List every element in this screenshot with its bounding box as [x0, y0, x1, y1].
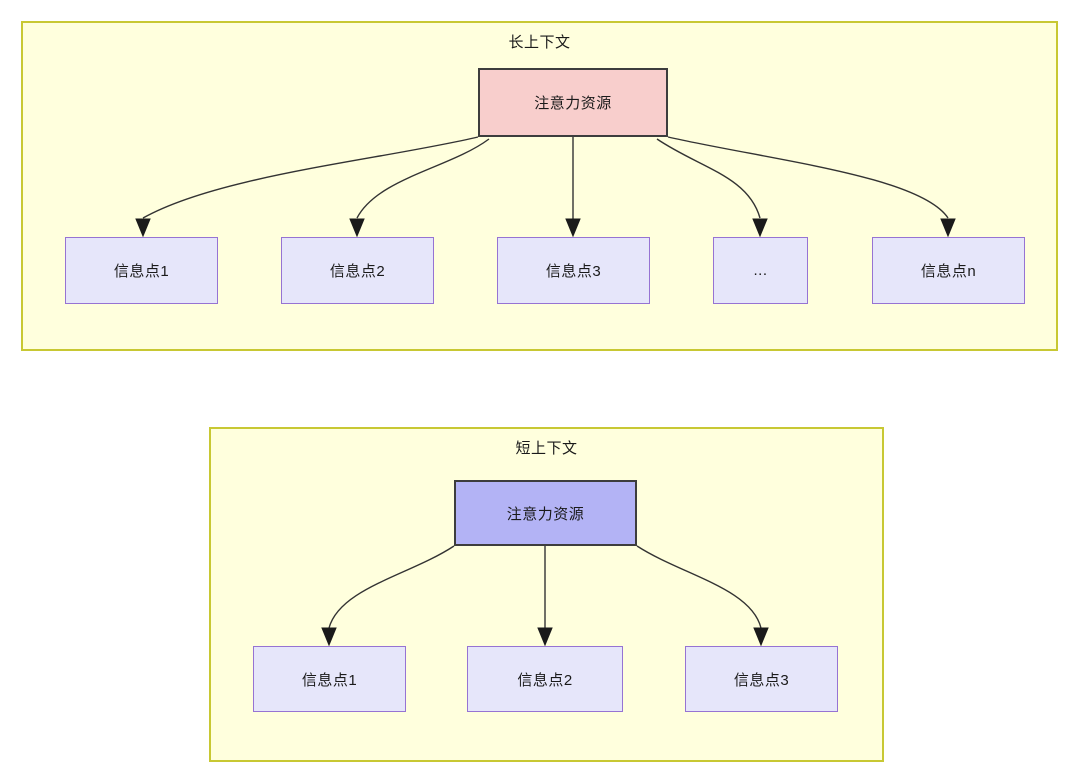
node-info-point-1-long[interactable]: 信息点1	[65, 237, 218, 304]
node-attention-resource-short[interactable]: 注意力资源	[454, 480, 637, 546]
node-info-point-3-short[interactable]: 信息点3	[685, 646, 838, 712]
node-info-point-2-long-label: 信息点2	[329, 263, 386, 280]
group-long-context-title: 长上下文	[508, 34, 571, 51]
group-short-context-title: 短上下文	[515, 440, 578, 457]
node-info-point-2-short-label: 信息点2	[517, 671, 573, 689]
node-info-point-ellipsis-long[interactable]: ...	[713, 237, 808, 304]
node-info-point-n-long[interactable]: 信息点n	[872, 237, 1025, 304]
node-info-point-1-long-label: 信息点1	[113, 263, 170, 280]
node-info-point-3-long[interactable]: 信息点3	[497, 237, 650, 304]
node-attention-resource-short-label: 注意力资源	[506, 505, 585, 523]
node-info-point-3-long-label: 信息点3	[545, 263, 602, 280]
node-attention-resource-long-label: 注意力资源	[534, 95, 612, 112]
node-attention-resource-long[interactable]: 注意力资源	[478, 68, 668, 137]
node-info-point-3-short-label: 信息点3	[733, 671, 790, 689]
node-info-point-2-long[interactable]: 信息点2	[281, 237, 434, 304]
node-info-point-n-long-label: 信息点n	[920, 263, 977, 280]
node-info-point-ellipsis-long-label: ...	[753, 262, 768, 279]
node-info-point-1-short[interactable]: 信息点1	[253, 646, 406, 712]
node-info-point-2-short[interactable]: 信息点2	[467, 646, 623, 712]
node-info-point-1-short-label: 信息点1	[301, 671, 358, 689]
